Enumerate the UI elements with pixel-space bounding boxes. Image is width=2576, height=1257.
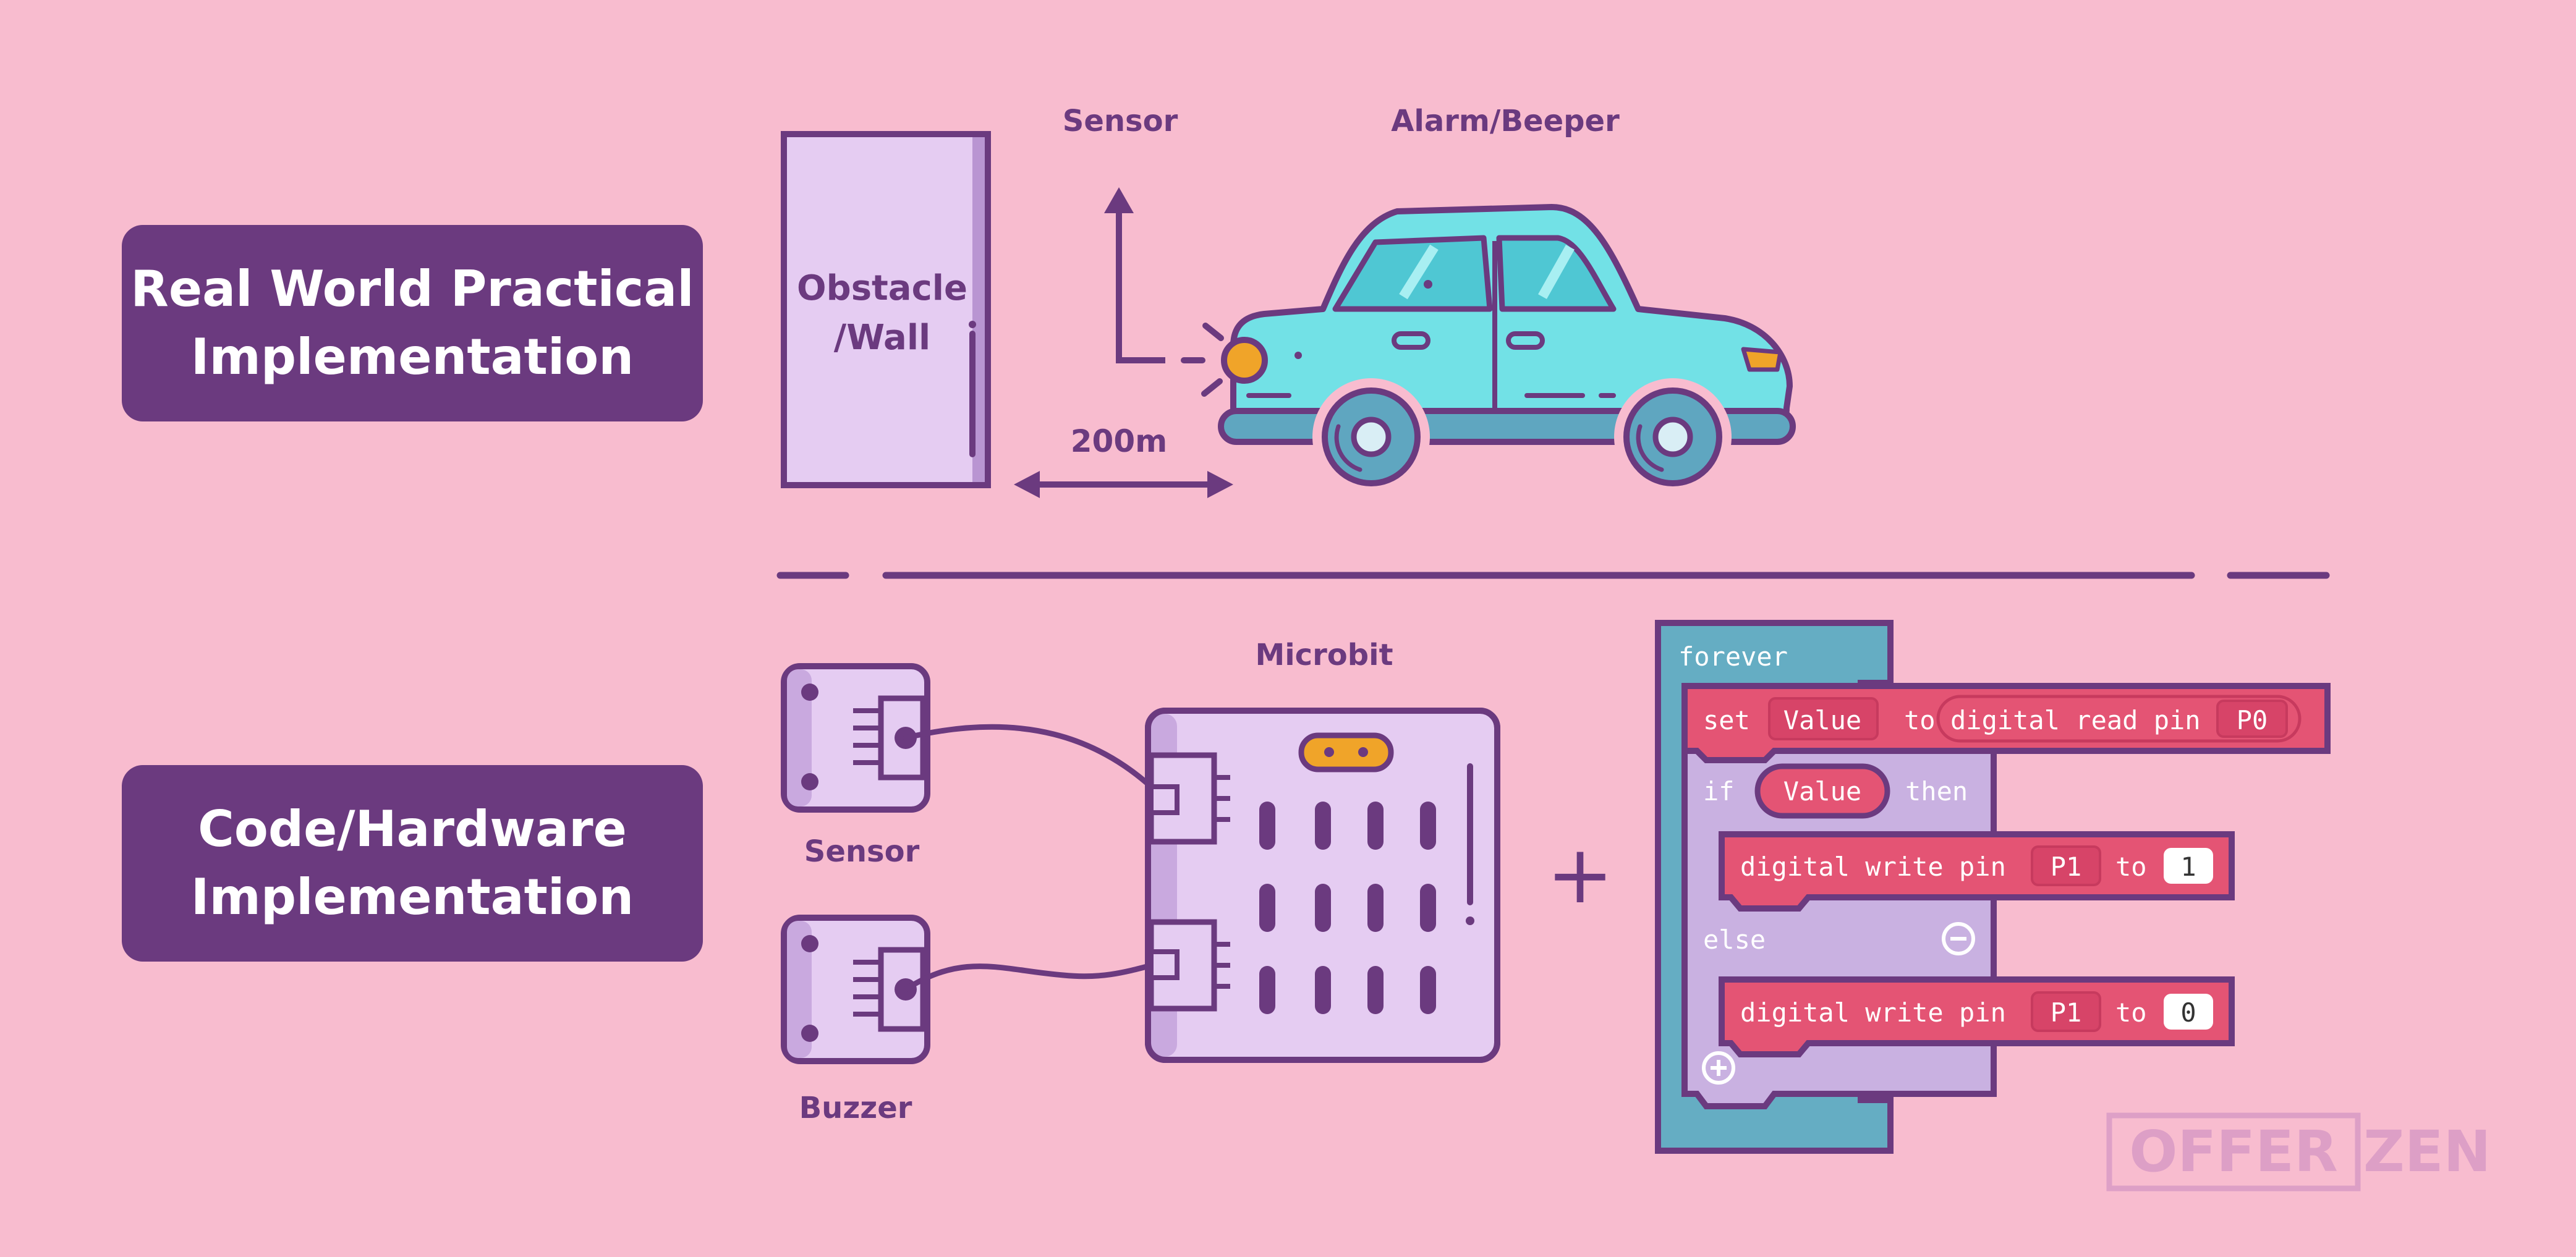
digital-read-label: digital read pin [1950, 705, 2201, 735]
logo-offer-text: OFFER [2129, 1119, 2338, 1185]
write-value-low[interactable]: 0 [2180, 997, 2196, 1028]
obstacle-label-line1: Obstacle [797, 268, 967, 308]
front-wheel [1312, 378, 1430, 496]
code-hardware-title-line1: Code/Hardware [198, 800, 627, 858]
sensor-direction-arrow [1104, 187, 1205, 363]
write-pin-1: P1 [2051, 852, 2082, 882]
offerzen-logo: OFFER ZEN [2106, 1112, 2491, 1191]
if-keyword: if [1703, 776, 1735, 806]
sensor-wire [903, 724, 1165, 800]
code-hardware-title-line2: Implementation [190, 868, 634, 926]
real-world-panel: Real World Practical Implementation [122, 225, 703, 421]
digital-write-high-block[interactable]: digital write pin P1 to 1 [1719, 831, 2235, 912]
buzzer-module [781, 915, 930, 1064]
real-world-title-line2: Implementation [190, 328, 634, 386]
obstacle-wall: Obstacle /Wall [781, 131, 991, 488]
then-keyword: then [1905, 776, 1968, 806]
set-to-keyword: to [1904, 705, 1936, 735]
plus-sign: + [1546, 827, 1614, 921]
svg-text:Value: Value [1783, 776, 1861, 806]
buzzer-module-label: Buzzer [799, 1091, 912, 1125]
write-to-0: to [2115, 997, 2147, 1028]
else-keyword: else [1703, 925, 1766, 955]
microbit-led-grid [1259, 802, 1436, 1014]
code-blocks: forever if Value then else set [1655, 620, 2331, 1154]
distance-label: 200m [1070, 423, 1168, 459]
remove-branch-icon[interactable] [1942, 922, 1975, 955]
write-pin-0: P1 [2051, 997, 2082, 1028]
digital-write-low-block[interactable]: digital write pin P1 to 0 [1719, 976, 2235, 1057]
forever-label: forever [1678, 641, 1788, 672]
set-variable-block[interactable]: set Value to digital read pin P0 [1681, 683, 2331, 763]
if-condition-variable[interactable] [1754, 763, 1890, 819]
distance-arrow [1014, 471, 1233, 498]
write-to-1: to [2115, 852, 2147, 882]
set-variable-name: Value [1783, 705, 1861, 735]
rear-wheel [1614, 378, 1732, 496]
buzzer-wire [903, 958, 1171, 992]
obstacle-label-line2: /Wall [834, 318, 930, 358]
write-value-high[interactable]: 1 [2180, 852, 2196, 882]
code-hardware-panel: Code/Hardware Implementation [122, 765, 703, 962]
read-pin-value: P0 [2237, 705, 2268, 735]
microbit-label: Microbit [1255, 638, 1393, 672]
microbit-board [1145, 708, 1500, 1063]
real-world-title-line1: Real World Practical [130, 260, 694, 318]
sensor-module-label: Sensor [804, 834, 920, 869]
digital-write-label-1: digital write pin [1740, 852, 2006, 882]
sensor-scene-label: Sensor [1062, 104, 1178, 138]
alarm-beeper-label: Alarm/Beeper [1391, 104, 1620, 138]
car-illustration [1201, 204, 1796, 496]
add-branch-icon[interactable] [1702, 1051, 1735, 1085]
set-keyword: set [1703, 705, 1750, 735]
digital-write-label-0: digital write pin [1740, 997, 2006, 1028]
if-else-block: if Value then else [1681, 742, 1997, 1109]
logo-zen-text: ZEN [2363, 1119, 2491, 1185]
